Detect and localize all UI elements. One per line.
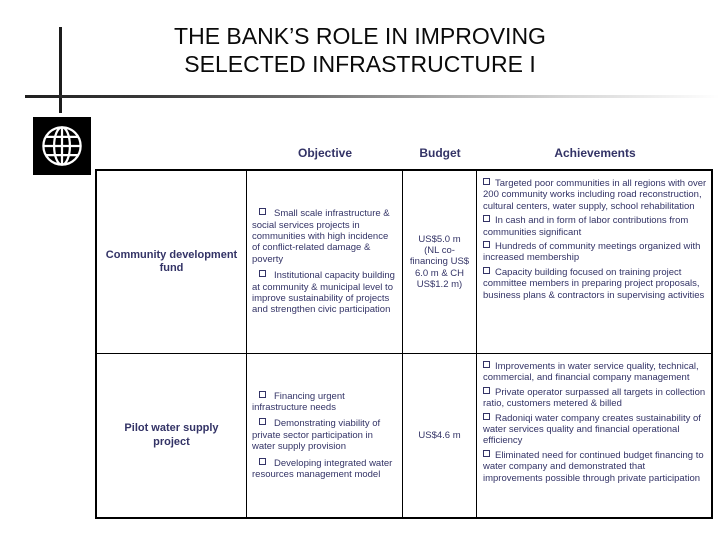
- slide-title: THE BANK’S ROLE IN IMPROVING SELECTED IN…: [0, 22, 720, 78]
- bullet-item: Private operator surpassed all targets i…: [483, 386, 707, 410]
- bullet-text: Financing urgent infrastructure needs: [252, 390, 345, 414]
- bullet-text: In cash and in form of labor contributio…: [483, 215, 689, 238]
- objective-cell: Small scale infrastructure & social serv…: [247, 171, 403, 354]
- header-budget: Budget: [419, 146, 461, 160]
- slide-title-line2: SELECTED INFRASTRUCTURE I: [184, 51, 536, 77]
- row-label-cell: Community development fund: [97, 171, 247, 354]
- bullet-item: Capacity building focused on training pr…: [483, 266, 707, 301]
- bullet-item: Developing integrated water resources ma…: [252, 457, 397, 481]
- square-bullet-icon: [483, 240, 490, 248]
- header-achievements: Achievements: [554, 146, 636, 160]
- budget-value: US$5.0 m (NL co- financing US$ 6.0 m & C…: [409, 233, 470, 291]
- bullet-text: Developing integrated water resources ma…: [252, 457, 393, 480]
- horizontal-rule: [25, 95, 720, 98]
- header-objective: Objective: [297, 146, 353, 160]
- square-bullet-icon: [483, 178, 490, 185]
- budget-cell: US$4.6 m: [403, 354, 477, 517]
- square-bullet-icon: [259, 390, 266, 398]
- world-bank-globe-logo: [33, 117, 91, 175]
- bullet-item: In cash and in form of labor contributio…: [483, 215, 707, 238]
- slide-title-line1: THE BANK’S ROLE IN IMPROVING: [174, 23, 546, 49]
- square-bullet-icon: [483, 215, 490, 223]
- globe-icon: [42, 126, 82, 166]
- square-bullet-icon: [483, 449, 490, 457]
- square-bullet-icon: [259, 457, 266, 465]
- table-header-row: Objective Budget Achievements: [95, 146, 713, 160]
- bullet-text: Eliminated need for continued budget fin…: [483, 449, 704, 484]
- bullet-item: Radoniqi water company creates sustainab…: [483, 412, 707, 447]
- bullet-item: Small scale infrastructure & social serv…: [252, 208, 397, 265]
- square-bullet-icon: [483, 266, 490, 274]
- bullet-item: Financing urgent infrastructure needs: [252, 390, 397, 414]
- square-bullet-icon: [483, 412, 490, 420]
- square-bullet-icon: [259, 270, 266, 278]
- bullet-text: Private operator surpassed all targets i…: [483, 386, 706, 410]
- objective-cell: Financing urgent infrastructure needs De…: [247, 354, 403, 517]
- header-spacer: [95, 146, 247, 160]
- row-label: Pilot water supply project: [124, 422, 219, 448]
- budget-cell: US$5.0 m (NL co- financing US$ 6.0 m & C…: [403, 171, 477, 354]
- budget-value: US$4.6 m: [418, 429, 461, 441]
- bullet-item: Targeted poor communities in all regions…: [483, 178, 707, 212]
- square-bullet-icon: [259, 208, 266, 216]
- bullet-text: Radoniqi water company creates sustainab…: [483, 412, 701, 447]
- bullet-text: Targeted poor communities in all regions…: [483, 178, 707, 212]
- achievements-cell: Improvements in water service quality, t…: [477, 354, 711, 517]
- bullet-text: Small scale infrastructure & social serv…: [252, 208, 390, 265]
- bullet-item: Hundreds of community meetings organized…: [483, 240, 707, 264]
- bullet-item: Demonstrating viability of private secto…: [252, 418, 397, 452]
- square-bullet-icon: [483, 361, 490, 368]
- square-bullet-icon: [483, 386, 490, 394]
- row-label: Community development fund: [105, 248, 238, 274]
- bullet-text: Capacity building focused on training pr…: [483, 266, 705, 301]
- bullet-text: Improvements in water service quality, t…: [483, 361, 699, 384]
- bullet-item: Institutional capacity building at commu…: [252, 270, 397, 316]
- infrastructure-table: Community development fund Small scale i…: [95, 169, 713, 519]
- bullet-text: Hundreds of community meetings organized…: [483, 240, 701, 264]
- achievements-cell: Targeted poor communities in all regions…: [477, 171, 711, 354]
- vertical-accent-line: [59, 27, 62, 113]
- row-label-cell: Pilot water supply project: [97, 354, 247, 517]
- bullet-text: Demonstrating viability of private secto…: [252, 418, 381, 453]
- bullet-item: Eliminated need for continued budget fin…: [483, 449, 707, 484]
- square-bullet-icon: [259, 418, 266, 426]
- bullet-text: Institutional capacity building at commu…: [252, 270, 395, 316]
- bullet-item: Improvements in water service quality, t…: [483, 361, 707, 384]
